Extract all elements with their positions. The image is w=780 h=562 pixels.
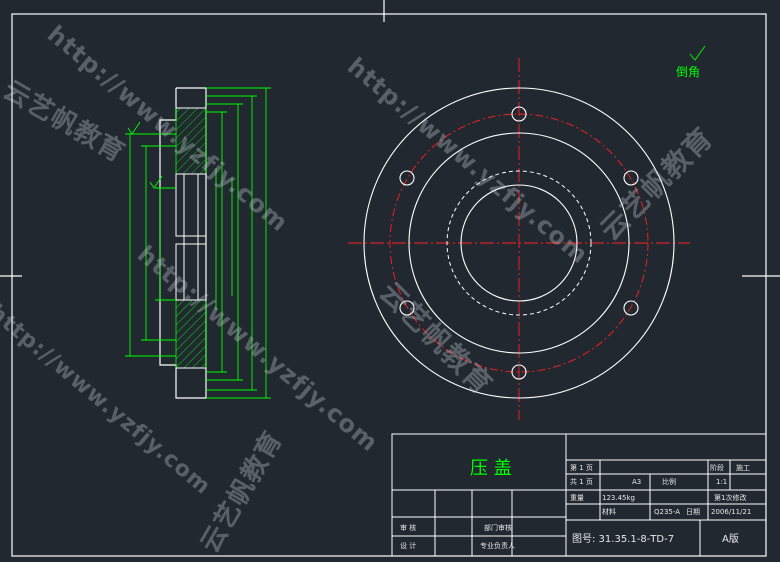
bolt-hole <box>399 300 415 316</box>
outer-circle <box>363 87 675 399</box>
tb-date: 2006/11/21 <box>711 508 751 516</box>
roughness-symbols <box>127 121 163 189</box>
section-hatch-upper <box>175 107 207 175</box>
bolt-holes <box>399 106 639 380</box>
part-title: 压 盖 <box>470 458 512 479</box>
chamfer-note-text: 倒角 <box>676 65 700 79</box>
bore-hidden-circle <box>446 170 592 316</box>
bolt-hole <box>511 364 527 380</box>
bolt-circle <box>389 113 649 373</box>
bolt-hole <box>623 300 639 316</box>
spigot-circle <box>408 132 630 354</box>
tb-total: 共 1 页 <box>570 477 593 486</box>
tb-date-label: 日期 <box>686 508 700 516</box>
version-label: A版 <box>722 532 739 545</box>
tb-stage-label: 阶段 <box>710 463 724 472</box>
tb-review: 审 核 <box>400 523 416 532</box>
section-view <box>125 87 271 399</box>
title-block <box>391 433 767 557</box>
bolt-hole <box>511 106 527 122</box>
bore-circle <box>460 184 578 302</box>
tb-sheet: 第 1 页 <box>570 463 593 472</box>
tb-weight-value: 123.45kg <box>602 494 635 502</box>
bolt-hole <box>623 170 639 186</box>
drawing-number: 图号: 31.35.1-8-TD-7 <box>572 533 674 545</box>
section-hole-lower <box>175 243 207 301</box>
tb-weight: 重量 <box>570 494 584 502</box>
section-dimensions <box>125 87 271 399</box>
section-hole-upper <box>175 173 207 237</box>
tb-dept-review: 部门审核 <box>484 523 512 532</box>
front-view <box>348 58 690 420</box>
title-block-fields: 第 1 页 共 1 页 重量 123.45kg A3 比例 1:1 材料 Q23… <box>400 463 751 550</box>
chamfer-note: 倒角 <box>676 45 706 79</box>
tb-scale: 1:1 <box>716 478 727 486</box>
tb-chief: 专业负责人 <box>480 541 515 550</box>
tb-format: A3 <box>632 478 641 486</box>
bolt-hole <box>399 170 415 186</box>
tb-stage: 施工 <box>736 463 750 472</box>
tb-material: Q235-A <box>654 508 680 516</box>
tb-revision: 第1次修改 <box>714 493 746 502</box>
tb-scale-label: 比例 <box>662 477 676 486</box>
tb-design: 设 计 <box>400 541 416 550</box>
sheet-border <box>11 13 767 557</box>
tb-material-label: 材料 <box>602 507 616 516</box>
